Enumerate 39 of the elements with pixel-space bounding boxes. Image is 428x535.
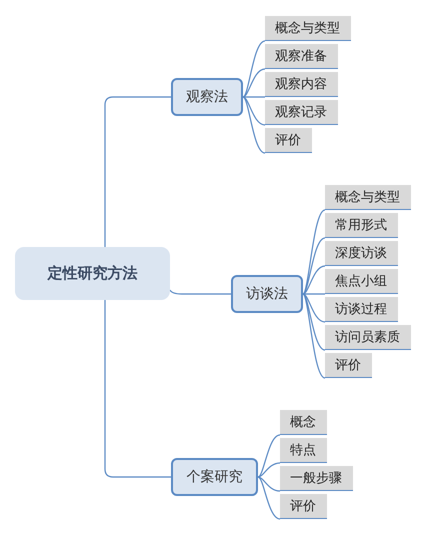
connector-line — [302, 294, 326, 379]
subtopic-label: 常用形式 — [325, 213, 398, 238]
connector-line — [302, 265, 326, 295]
subtopic-label: 观察内容 — [265, 72, 338, 97]
connector-line — [242, 40, 266, 98]
subtopic-label: 观察准备 — [265, 44, 338, 69]
connector-line — [303, 293, 325, 295]
subtopic-label: 评价 — [325, 353, 372, 378]
subtopic-label: 概念与类型 — [325, 185, 411, 210]
subtopic-label: 概念 — [280, 410, 327, 435]
connector-line — [104, 96, 171, 247]
connector-line — [302, 237, 326, 294]
connector-line — [104, 300, 171, 478]
branch-box: 个案研究 — [171, 458, 258, 496]
connector-line — [258, 476, 280, 492]
subtopic-label: 评价 — [265, 128, 312, 153]
branch-box: 观察法 — [171, 78, 243, 116]
subtopic-label: 访谈过程 — [325, 297, 398, 322]
connector-line — [243, 96, 265, 98]
connector-line — [258, 434, 280, 478]
connector-line — [258, 462, 280, 478]
connector-line — [242, 96, 266, 126]
topic-box: 定性研究方法 — [15, 247, 170, 300]
connector-line — [302, 294, 326, 351]
connector-line — [302, 293, 326, 323]
subtopic-label: 特点 — [280, 438, 327, 463]
subtopic-label: 评价 — [280, 494, 327, 519]
connector-line — [258, 476, 280, 520]
subtopic-label: 访问员素质 — [325, 325, 411, 350]
connector-line — [302, 209, 326, 294]
subtopic-label: 焦点小组 — [325, 269, 398, 294]
subtopic-label: 一般步骤 — [280, 466, 353, 491]
branch-box: 访谈法 — [231, 275, 303, 313]
connector-line — [170, 290, 231, 295]
connector-line — [242, 68, 266, 98]
subtopic-label: 观察记录 — [265, 100, 338, 125]
connector-line — [242, 96, 266, 154]
subtopic-label: 深度访谈 — [325, 241, 398, 266]
subtopic-label: 概念与类型 — [265, 16, 351, 41]
